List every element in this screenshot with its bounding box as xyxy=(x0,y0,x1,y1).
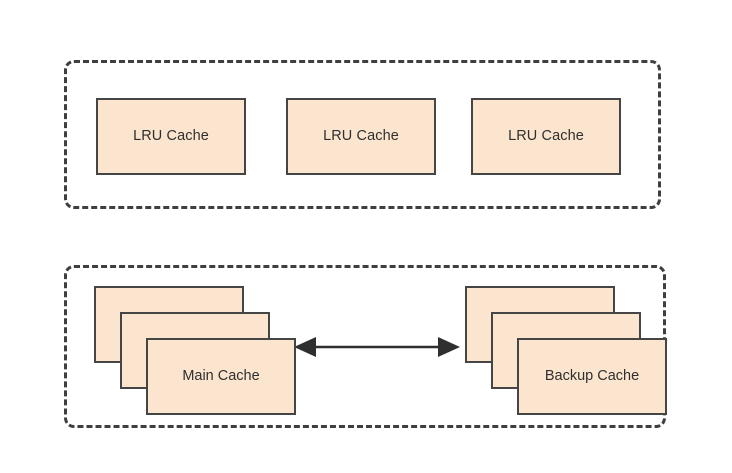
lru-cache-node-3[interactable]: LRU Cache xyxy=(471,98,621,175)
backup-cache-label: Backup Cache xyxy=(544,368,640,385)
lru-cache-node-2-label: LRU Cache xyxy=(323,128,399,145)
main-cache-label: Main Cache xyxy=(182,368,260,385)
backup-cache-stack[interactable]: Backup Cache xyxy=(465,286,667,415)
lru-cache-node-2[interactable]: LRU Cache xyxy=(286,98,436,175)
lru-cache-node-1-label: LRU Cache xyxy=(133,128,209,145)
bidirectional-arrow-icon xyxy=(294,337,460,357)
sync-arrow xyxy=(294,330,460,364)
main-cache-stack[interactable]: Main Cache xyxy=(94,286,296,415)
lru-cache-node-3-label: LRU Cache xyxy=(508,128,584,145)
backup-cache-sheet-front[interactable]: Backup Cache xyxy=(517,338,667,415)
lru-cache-group-container xyxy=(64,60,661,209)
main-cache-sheet-front[interactable]: Main Cache xyxy=(146,338,296,415)
lru-cache-node-1[interactable]: LRU Cache xyxy=(96,98,246,175)
